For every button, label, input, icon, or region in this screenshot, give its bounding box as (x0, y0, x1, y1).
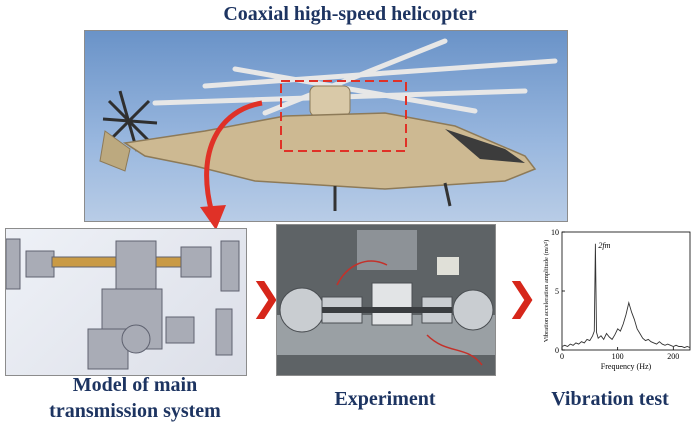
transmission-highlight-box (280, 80, 407, 152)
series-line (561, 243, 691, 349)
x-tick-label: 100 (612, 352, 624, 361)
peak-annotation: 2fm (598, 241, 610, 250)
plot-frame (561, 231, 691, 351)
caption-model-line1: Model of main (72, 374, 198, 396)
caption-vibration: Vibration test (551, 388, 669, 410)
curved-connector-arrow (200, 100, 263, 230)
figure-title: Coaxial high-speed helicopter (223, 3, 477, 25)
flow-arrow-2: ❯ (506, 275, 538, 319)
y-tick-label: 10 (551, 228, 559, 237)
y-tick-label: 5 (555, 287, 559, 296)
x-tick-label: 0 (560, 352, 564, 361)
helicopter-photo (84, 30, 568, 222)
y-axis-label: Vibration acceleration amplitude (m/s²) (543, 240, 550, 342)
caption-model-line2: transmission system (49, 400, 221, 422)
experiment-rig-illustration (277, 225, 495, 375)
transmission-model-image (5, 228, 247, 376)
caption-experiment: Experiment (334, 388, 436, 410)
helicopter-illustration (99, 38, 558, 211)
x-tick-label: 200 (667, 352, 679, 361)
transmission-model-illustration (6, 238, 240, 370)
experiment-photo (276, 224, 496, 376)
y-tick-label: 0 (555, 346, 559, 355)
x-axis-label: Frequency (Hz) (601, 362, 652, 371)
caption-model: Model of main transmission system (0, 372, 270, 424)
